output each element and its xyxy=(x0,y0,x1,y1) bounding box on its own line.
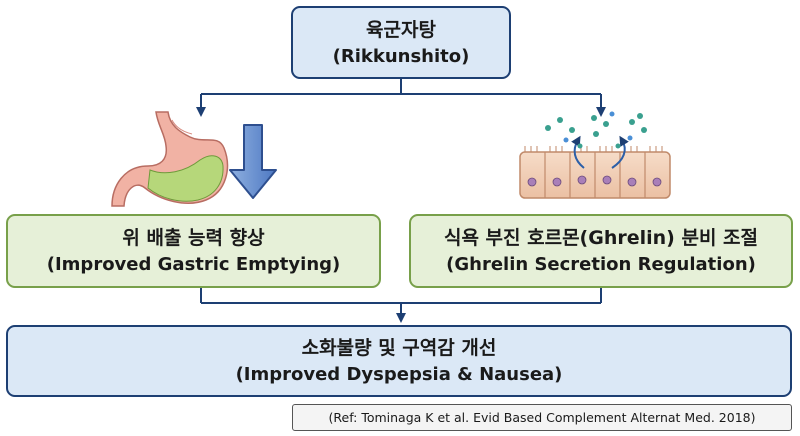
ghrelin-regulation-en: (Ghrelin Secretion Regulation) xyxy=(446,254,756,275)
down-arrow-icon xyxy=(229,124,277,199)
rikkunshito-box: 육군자탕 (Rikkunshito) xyxy=(291,6,511,79)
ghrelin-regulation-ko: 식욕 부진 호르몬(Ghrelin) 분비 조절 xyxy=(443,227,759,249)
dyspepsia-nausea-en: (Improved Dyspepsia & Nausea) xyxy=(235,364,563,385)
dyspepsia-nausea-box: 소화불량 및 구역감 개선 (Improved Dyspepsia & Naus… xyxy=(6,325,792,397)
stomach-icon xyxy=(111,111,229,207)
reference-citation: (Ref: Tominaga K et al. Evid Based Compl… xyxy=(292,404,792,431)
gastric-emptying-ko: 위 배출 능력 향상 xyxy=(122,227,265,249)
gastric-emptying-en: (Improved Gastric Emptying) xyxy=(46,254,341,275)
dyspepsia-nausea-ko: 소화불량 및 구역감 개선 xyxy=(301,337,497,359)
top-connector xyxy=(196,79,606,117)
rikkunshito-title-ko: 육군자탕 xyxy=(366,18,436,41)
bottom-connector xyxy=(200,288,602,323)
rikkunshito-title-en: (Rikkunshito) xyxy=(332,45,470,67)
ghrelin-regulation-box: 식욕 부진 호르몬(Ghrelin) 분비 조절 (Ghrelin Secret… xyxy=(409,214,793,288)
cells-icon xyxy=(519,111,671,199)
gastric-emptying-box: 위 배출 능력 향상 (Improved Gastric Emptying) xyxy=(6,214,381,288)
